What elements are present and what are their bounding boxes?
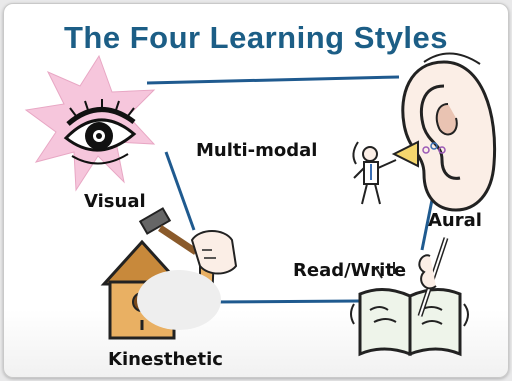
hammer-birdhouse-icon: [100, 207, 238, 340]
connector-visual-kinesthetic: [164, 151, 196, 231]
person-megaphone-icon: [352, 140, 446, 205]
ear-icon: [401, 52, 497, 212]
label-multimodal: Multi-modal: [196, 140, 318, 161]
label-kinesthetic: Kinesthetic: [108, 349, 223, 370]
connector-kinesthetic-readwrite: [212, 299, 360, 304]
label-aural: Aural: [428, 210, 482, 231]
eye-icon: [24, 54, 156, 192]
label-visual: Visual: [84, 191, 146, 212]
book-pen-icon: [350, 237, 469, 357]
label-read-write: Read/Write: [293, 260, 407, 281]
slide-title: The Four Learning Styles: [63, 20, 449, 55]
connector-visual-aural: [146, 75, 400, 85]
learning-styles-diagram: [24, 52, 497, 357]
slide: The Four Learning Styles: [3, 3, 509, 378]
